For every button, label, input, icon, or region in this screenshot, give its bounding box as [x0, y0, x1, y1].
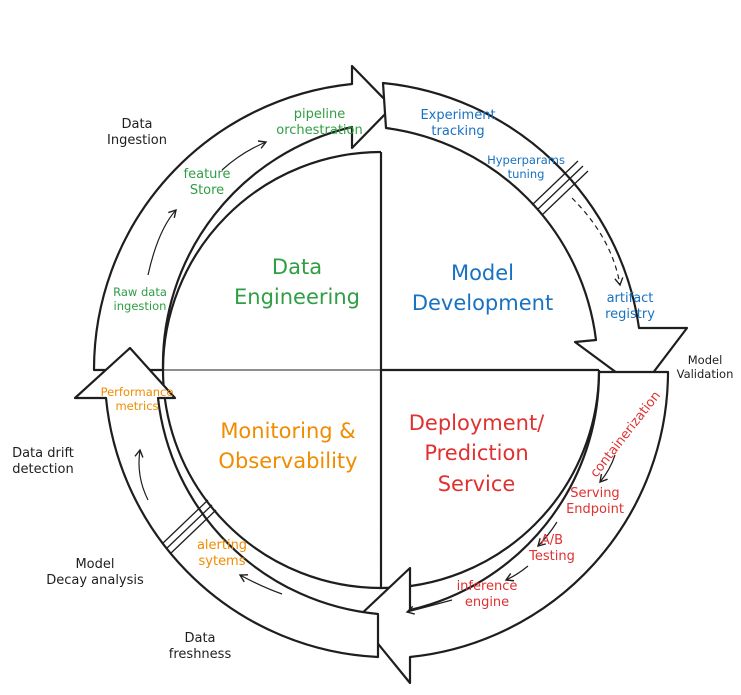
label-serving-endpoint: Serving Endpoint [566, 486, 624, 517]
stripe-hyperparams [531, 160, 589, 216]
quadrant-monitoring [161, 369, 382, 590]
label-raw-data-ingestion: Raw data ingestion [113, 285, 167, 313]
label-hyperparams-tuning: Hyperparams tuning [487, 153, 565, 181]
quadrant-deployment [379, 369, 601, 590]
title-monitoring: Monitoring & Observability [218, 419, 358, 474]
arrow-feature-to-pipeline [221, 140, 268, 171]
label-performance-metrics: Performance metrics [100, 385, 174, 413]
label-data-freshness: Data freshness [168, 631, 232, 662]
arrow-inference-to-monitoring [405, 599, 453, 615]
label-model-decay-analysis: Model Decay analysis [46, 557, 144, 588]
arrow-serving-to-ab [537, 521, 558, 547]
label-pipeline-orchestration: pipeline orchestration [276, 107, 363, 138]
arrow-raw-to-feature [147, 208, 177, 276]
arrow-monitoring-to-alerting [238, 574, 283, 595]
title-model-development: Model Development [411, 261, 554, 316]
quadrant-data-engineering [161, 150, 382, 371]
label-model-validation: Model Validation [676, 353, 734, 381]
label-feature-store: feature Store [183, 167, 231, 198]
title-data-engineering: Data Engineering [234, 255, 360, 310]
label-ab-testing: A/B Testing [529, 533, 575, 564]
stripe-alerting [161, 499, 217, 555]
arrow-ab-to-inference [504, 565, 529, 582]
label-experiment-tracking: Experiment tracking [420, 108, 496, 139]
ring-arrow-model-development [381, 81, 689, 392]
arrow-alerting-to-metrics [134, 448, 149, 501]
label-data-ingestion: Data Ingestion [107, 117, 167, 148]
label-inference-engine: inference engine [456, 579, 518, 610]
label-alerting-systems: alerting sytems [196, 538, 248, 569]
arrow-tuning-to-registry [571, 197, 624, 287]
ring-arrow-monitoring [73, 346, 380, 659]
label-data-drift-detection: Data drift detection [12, 446, 74, 477]
label-artifact-registry: artifact registry [605, 291, 655, 322]
ring-arrow-data-engineering [92, 64, 394, 372]
title-deployment: Deployment/ Prediction Service [408, 411, 545, 496]
arrow-container-to-serving [599, 454, 616, 484]
